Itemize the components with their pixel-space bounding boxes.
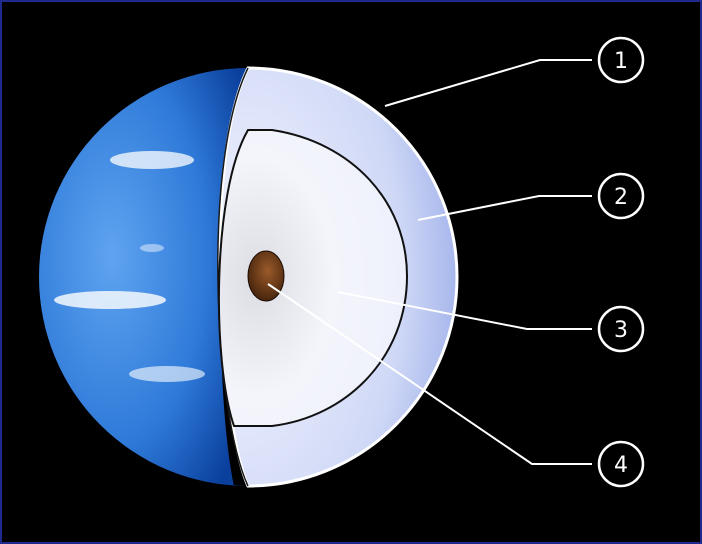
callout-2-label: 2	[614, 185, 628, 210]
callout-2: 2	[599, 174, 643, 218]
callout-3-label: 3	[614, 318, 628, 343]
cloud-4	[140, 244, 164, 252]
callout-1: 1	[599, 38, 643, 82]
callout-4-label: 4	[614, 453, 628, 478]
callout-3: 3	[599, 307, 643, 351]
callout-1-label: 1	[614, 49, 628, 74]
planet-surface	[39, 68, 248, 486]
planet-core	[248, 251, 284, 301]
cloud-1	[110, 151, 194, 169]
leader-line-1	[385, 60, 592, 106]
callout-4: 4	[599, 442, 643, 486]
cloud-2	[54, 291, 166, 309]
cloud-3	[129, 366, 205, 382]
